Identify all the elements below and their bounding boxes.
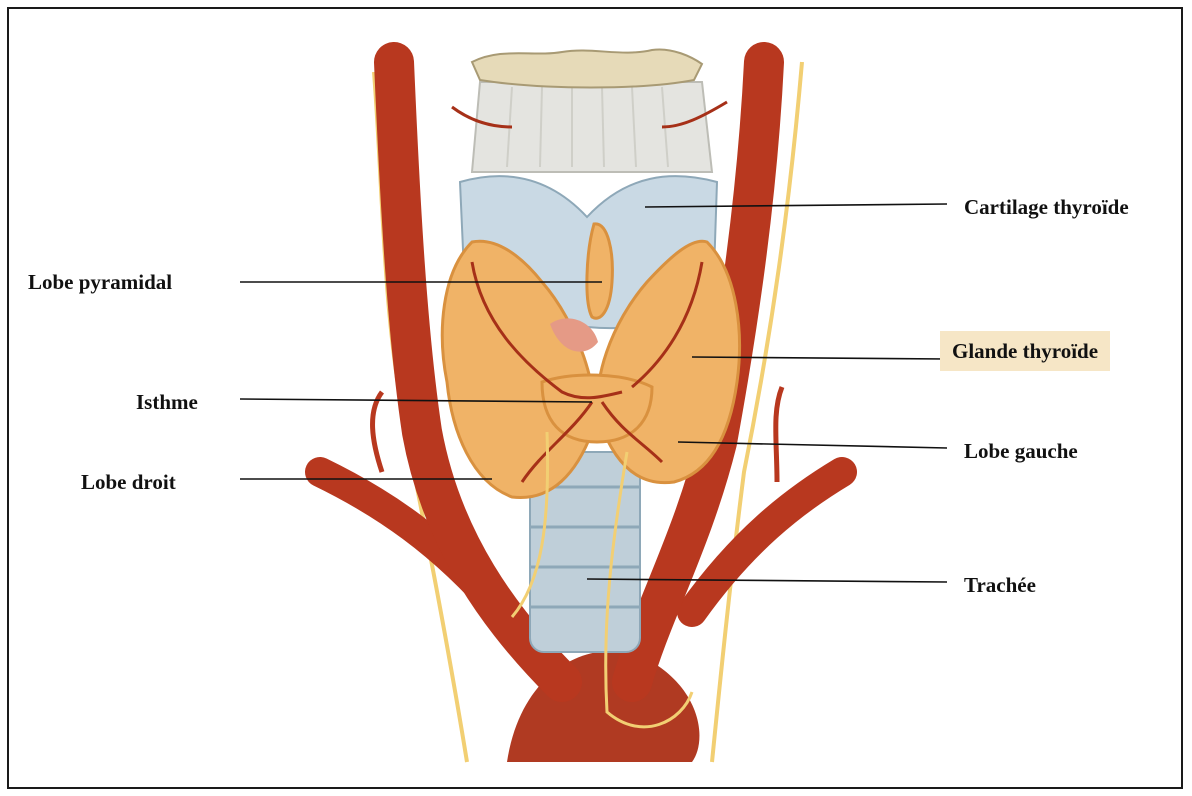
right-inferior-thyroid-artery <box>776 387 782 482</box>
hyoid-bone <box>472 49 702 87</box>
label-glande-thyroide: Glande thyroïde <box>940 331 1110 371</box>
label-lobe-pyramidal: Lobe pyramidal <box>28 270 172 294</box>
label-trachee: Trachée <box>964 573 1036 597</box>
label-isthme: Isthme <box>136 390 198 414</box>
label-cartilage-thyroide: Cartilage thyroïde <box>964 195 1129 219</box>
label-lobe-gauche: Lobe gauche <box>964 439 1078 463</box>
left-inferior-thyroid-artery <box>373 392 382 472</box>
pyramidal-lobe-shape <box>587 224 612 318</box>
figure-frame: Cartilage thyroïde Lobe pyramidal Glande… <box>7 7 1183 789</box>
label-lobe-droit: Lobe droit <box>81 470 176 494</box>
